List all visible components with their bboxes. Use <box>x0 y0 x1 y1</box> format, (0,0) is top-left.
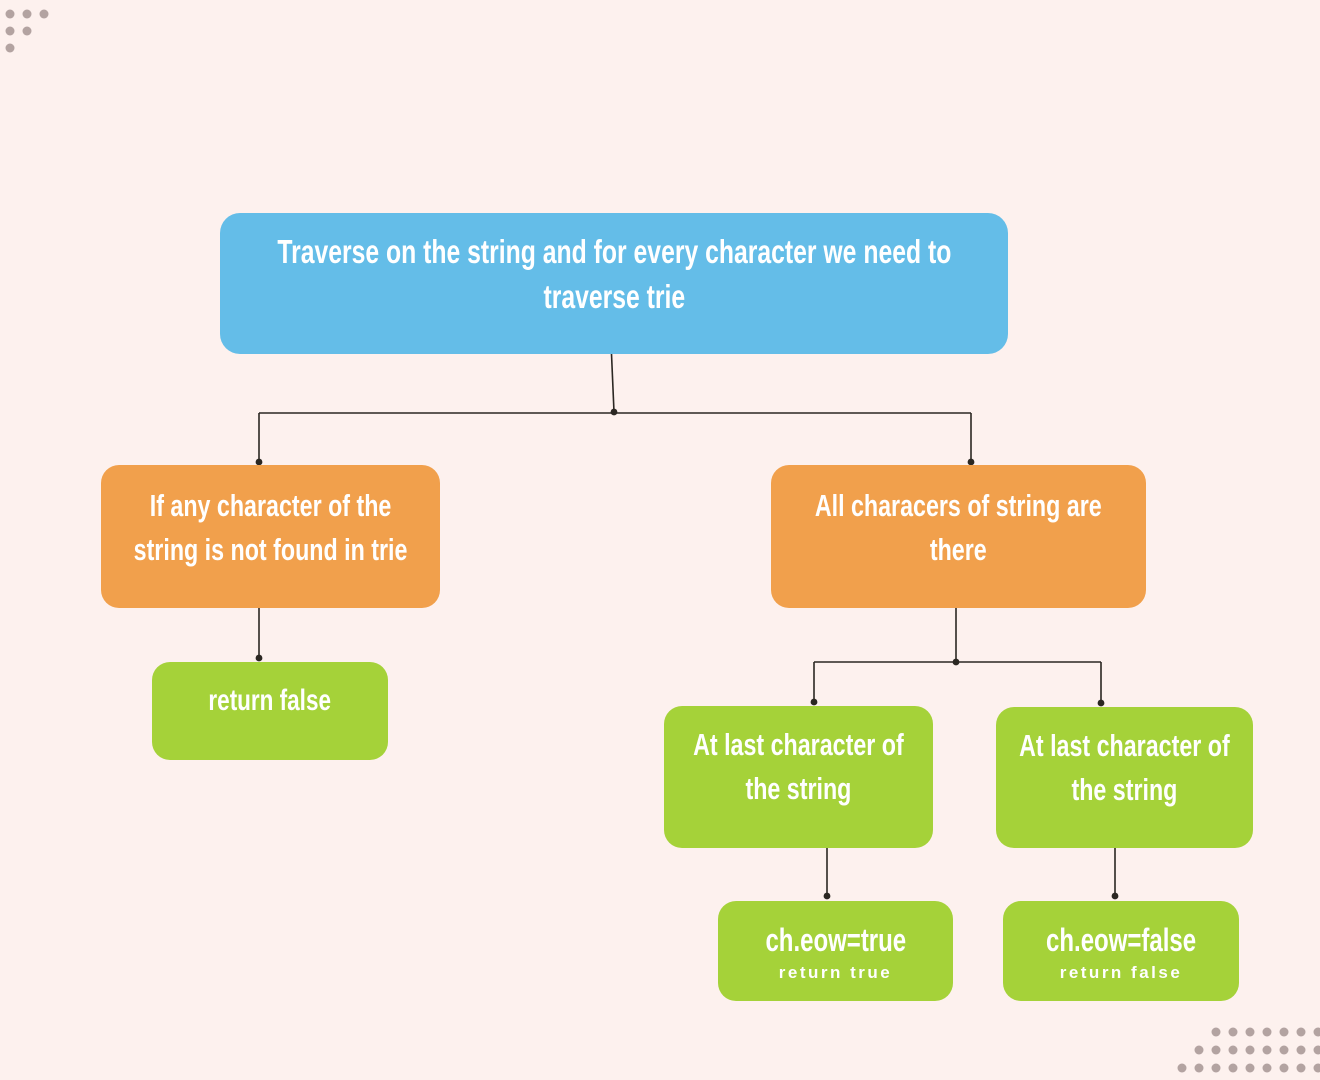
node-all-chars-there: All characers of string are there <box>771 465 1146 608</box>
node-label: return false <box>208 683 332 717</box>
node-label: All characers of string are there <box>815 487 1102 567</box>
node-label: At last character of the string <box>1019 727 1230 807</box>
dots-decoration-icon <box>1177 1027 1320 1073</box>
dots-decoration-icon <box>5 9 49 53</box>
node-label: ch.eow=false <box>1045 922 1197 958</box>
node-char-not-found: If any character of the string is not fo… <box>101 465 440 608</box>
node-traverse-string: Traverse on the string and for every cha… <box>220 213 1008 354</box>
node-label: ch.eow=true <box>765 922 906 958</box>
node-label: At last character of the string <box>693 727 904 806</box>
node-sublabel: return false <box>1059 963 1183 982</box>
node-sublabel: return true <box>778 963 893 982</box>
node-eow-true: ch.eow=true return true <box>718 901 953 1001</box>
node-at-last-character-left: At last character of the string <box>664 706 933 848</box>
node-at-last-character-right: At last character of the string <box>996 707 1253 848</box>
node-label: Traverse on the string and for every cha… <box>277 232 951 315</box>
node-eow-false: ch.eow=false return false <box>1003 901 1239 1001</box>
node-return-false: return false <box>152 662 388 760</box>
node-label: If any character of the string is not fo… <box>133 487 408 567</box>
